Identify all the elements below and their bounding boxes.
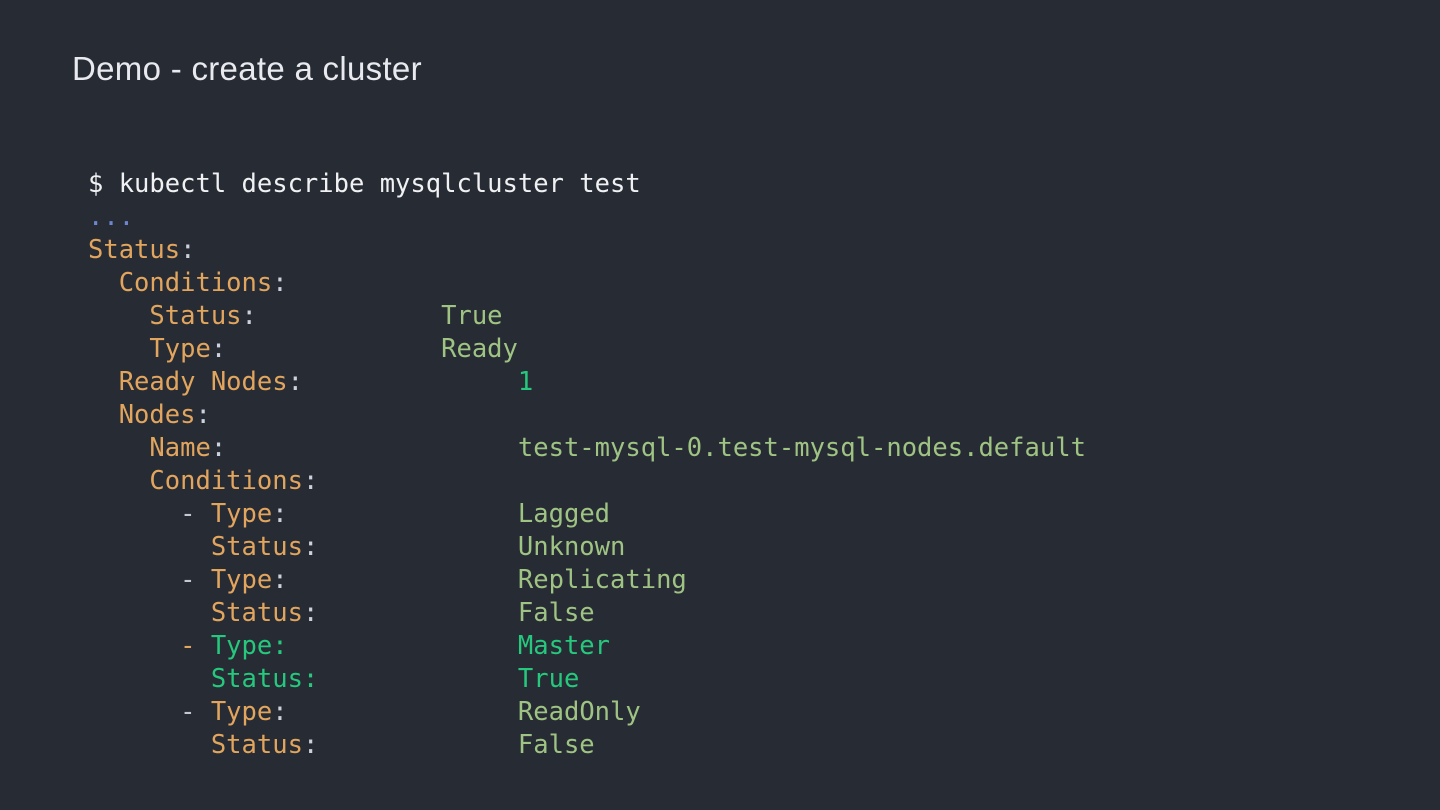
- terminal-segment-key: Status: [88, 598, 303, 628]
- terminal-segment-value: False: [517, 730, 595, 760]
- terminal-line-node-cond-type-lagged: - Type: Lagged: [88, 498, 1086, 531]
- terminal-segment-hl: Type:: [210, 631, 288, 661]
- terminal-segment-value: Ready: [441, 334, 518, 364]
- terminal-segment-gap: [257, 301, 441, 331]
- terminal-segment-punct: :: [272, 268, 288, 298]
- slide-title: Demo - create a cluster: [72, 50, 422, 87]
- terminal-segment-dash: -: [88, 499, 211, 529]
- terminal-segment-punct: :: [272, 565, 288, 595]
- terminal-segment-gap: [288, 565, 518, 595]
- terminal-segment-value: test-mysql-0.test-mysql-nodes.default: [517, 433, 1086, 463]
- terminal-segment-value: Replicating: [517, 565, 687, 595]
- terminal-segment-key: Type: [210, 697, 273, 727]
- terminal-line-node-name: Name: test-mysql-0.test-mysql-nodes.defa…: [88, 432, 1086, 465]
- terminal-segment-dash-orange: -: [88, 631, 211, 661]
- terminal-segment-gap: [288, 499, 518, 529]
- terminal-segment-key: Type: [210, 565, 273, 595]
- terminal-line-node-cond-status-replicating: Status: False: [88, 597, 1086, 630]
- terminal-segment-dash: -: [88, 697, 211, 727]
- terminal-segment-punct: :: [272, 499, 288, 529]
- terminal-segment-gap: [318, 598, 518, 628]
- terminal-line-conditions: Conditions:: [88, 267, 1086, 300]
- terminal-segment-gap: [318, 664, 518, 694]
- terminal-segment-key: Type: [210, 499, 273, 529]
- terminal-segment-value: False: [517, 598, 595, 628]
- terminal-segment-punct: :: [302, 598, 319, 628]
- terminal-segment-hl: True: [517, 664, 580, 694]
- terminal-line-command: $ kubectl describe mysqlcluster test: [88, 168, 1086, 201]
- terminal-segment-value: Unknown: [517, 532, 626, 562]
- terminal-segment-gap: [226, 334, 441, 364]
- terminal-line-node-cond-type-master: - Type: Master: [88, 630, 1086, 663]
- terminal-segment-key: Conditions: [88, 268, 273, 298]
- terminal-segment-gap: [318, 730, 518, 760]
- terminal-segment-plain: $ kubectl describe mysqlcluster test: [88, 169, 641, 199]
- terminal-line-condition-status: Status: True: [88, 300, 1086, 333]
- terminal-line-node-cond-status-lagged: Status: Unknown: [88, 531, 1086, 564]
- terminal-segment-dash: -: [88, 565, 211, 595]
- terminal-segment-gap: [303, 367, 518, 397]
- terminal-line-node-cond-status-readonly: Status: False: [88, 729, 1086, 762]
- terminal-segment-punct: :: [210, 433, 227, 463]
- terminal-line-node-cond-type-replicating: - Type: Replicating: [88, 564, 1086, 597]
- terminal-segment-punct: :: [180, 235, 196, 265]
- terminal-line-status-root: Status:: [88, 234, 1086, 267]
- terminal-segment-punct: :: [241, 301, 257, 331]
- terminal-line-node-conditions: Conditions:: [88, 465, 1086, 498]
- terminal-segment-blue: ...: [88, 202, 135, 232]
- terminal-segment-gap: [288, 631, 518, 661]
- terminal-segment-value: ReadOnly: [517, 697, 641, 727]
- terminal-segment-punct: :: [302, 730, 319, 760]
- terminal-segment-key: Status: [88, 532, 303, 562]
- terminal-segment-value: True: [441, 301, 503, 331]
- terminal-segment-key: Type: [88, 334, 211, 364]
- terminal-line-ellipsis: ...: [88, 201, 1086, 234]
- terminal-segment-hl: Master: [517, 631, 611, 661]
- terminal-segment-key: Nodes: [88, 400, 196, 430]
- terminal-segment-punct: :: [302, 532, 319, 562]
- terminal-segment-gap: [226, 433, 518, 463]
- terminal-segment-key: Status: [88, 235, 181, 265]
- terminal-segment-hl: Status:: [88, 664, 319, 694]
- terminal-segment-punct: :: [195, 400, 211, 430]
- terminal-segment-punct: :: [272, 697, 288, 727]
- terminal-line-condition-type: Type: Ready: [88, 333, 1086, 366]
- terminal-segment-key: Status: [88, 301, 242, 331]
- terminal-segment-key: Ready Nodes: [88, 367, 288, 397]
- terminal-segment-key: Conditions: [88, 466, 303, 496]
- terminal-line-ready-nodes: Ready Nodes: 1: [88, 366, 1086, 399]
- terminal-segment-hl: 1: [517, 367, 534, 397]
- terminal-segment-punct: :: [302, 466, 319, 496]
- terminal-segment-punct: :: [210, 334, 227, 364]
- terminal-line-nodes: Nodes:: [88, 399, 1086, 432]
- terminal-segment-punct: :: [287, 367, 303, 397]
- terminal-output: $ kubectl describe mysqlcluster test...S…: [88, 168, 1086, 762]
- terminal-segment-gap: [318, 532, 518, 562]
- terminal-line-node-cond-type-readonly: - Type: ReadOnly: [88, 696, 1086, 729]
- terminal-segment-key: Name: [88, 433, 211, 463]
- terminal-segment-key: Status: [88, 730, 303, 760]
- terminal-segment-value: Lagged: [517, 499, 611, 529]
- terminal-line-node-cond-status-master: Status: True: [88, 663, 1086, 696]
- terminal-segment-gap: [288, 697, 518, 727]
